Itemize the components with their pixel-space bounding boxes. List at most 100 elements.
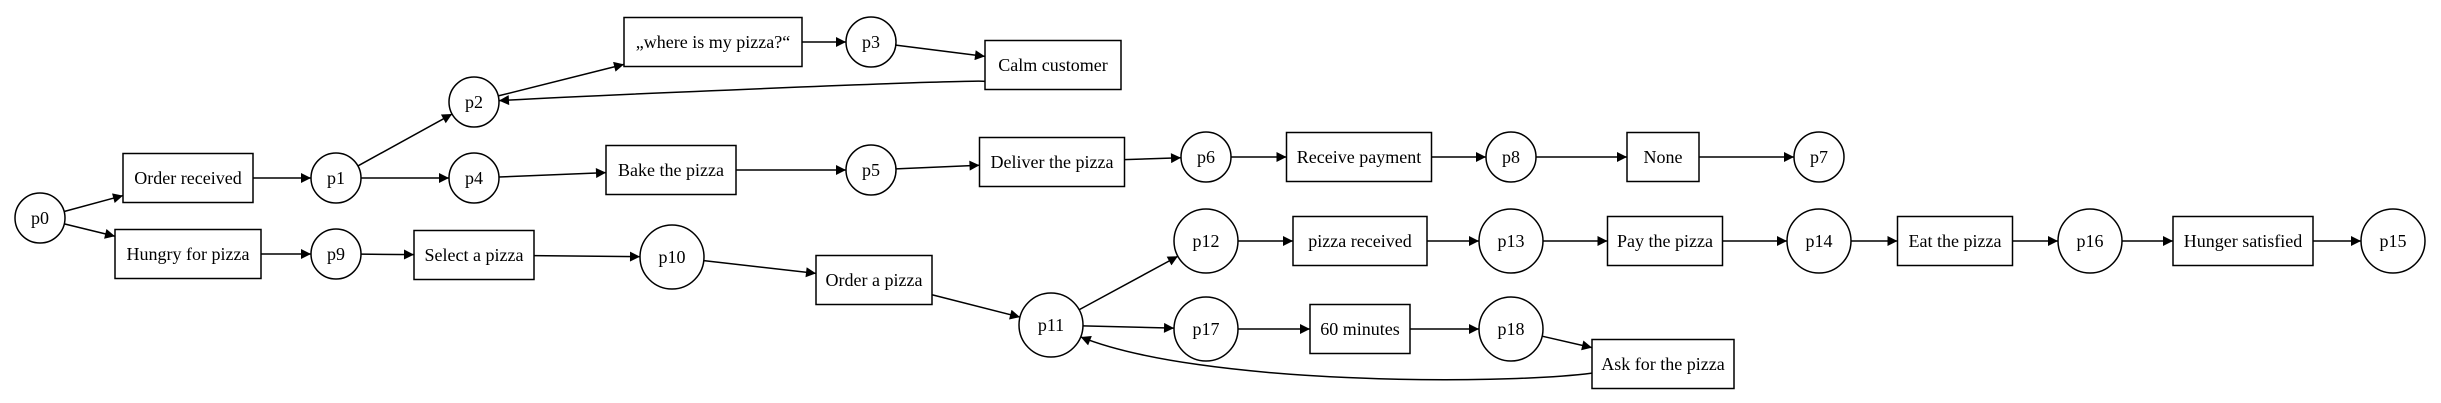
place-label: p9 xyxy=(327,244,345,264)
transition-box xyxy=(114,228,262,280)
transition-box xyxy=(1285,131,1433,183)
transition-eat: Eat the pizza xyxy=(1896,215,2014,267)
place-p16: p16 xyxy=(2057,208,2123,274)
place-p0: p0 xyxy=(14,192,66,244)
place-label: p4 xyxy=(465,168,483,188)
transition-box xyxy=(1896,215,2014,267)
transition-none: None xyxy=(1626,131,1700,183)
place-circle xyxy=(845,144,897,196)
transition-label: Receive payment xyxy=(1297,147,1421,167)
place-circle xyxy=(1478,296,1544,362)
arc-t_select-to-p10 xyxy=(533,251,641,262)
transition-label: Ask for the pizza xyxy=(1601,354,1724,374)
place-circle xyxy=(1173,208,1239,274)
place-label: p18 xyxy=(1498,319,1525,339)
arc-t_order-to-p11 xyxy=(931,294,1021,320)
place-circle xyxy=(1173,296,1239,362)
place-label: p13 xyxy=(1498,231,1525,251)
place-label: p14 xyxy=(1806,231,1833,251)
place-label: p12 xyxy=(1193,231,1220,251)
place-circle xyxy=(845,16,897,68)
place-circle xyxy=(310,152,362,204)
transition-ask: Ask for the pizza xyxy=(1591,338,1735,390)
place-circle xyxy=(1485,131,1537,183)
arc-p4-to-t_bake xyxy=(498,168,607,179)
place-p13: p13 xyxy=(1478,208,1544,274)
arc-t_ask-to-p11 xyxy=(1080,336,1593,381)
transition-box xyxy=(984,39,1122,91)
place-p7: p7 xyxy=(1793,131,1845,183)
transition-label: Bake the pizza xyxy=(618,160,724,180)
place-label: p3 xyxy=(862,32,880,52)
place-p4: p4 xyxy=(448,152,500,204)
transition-box xyxy=(815,254,933,306)
place-circle xyxy=(448,152,500,204)
place-circle xyxy=(1786,208,1852,274)
transition-label: None xyxy=(1644,147,1683,167)
place-label: p8 xyxy=(1502,147,1520,167)
transition-label: Hunger satisfied xyxy=(2184,231,2302,251)
arc-p18-to-t_ask xyxy=(1542,335,1593,351)
transition-box xyxy=(978,136,1126,188)
arc-p5-to-t_deliver xyxy=(895,160,980,171)
place-circle xyxy=(1478,208,1544,274)
place-p2: p2 xyxy=(448,76,500,128)
place-p9: p9 xyxy=(310,228,362,280)
arc-t_deliver-to-p6 xyxy=(1124,153,1182,164)
arc-t_calm-to-p2 xyxy=(498,80,986,106)
transition-box xyxy=(413,229,535,281)
place-p1: p1 xyxy=(310,152,362,204)
place-label: p6 xyxy=(1197,147,1215,167)
transition-label: Hungry for pizza xyxy=(127,244,250,264)
place-label: p11 xyxy=(1038,315,1064,335)
place-circle xyxy=(639,224,705,290)
transition-satisfied: Hunger satisfied xyxy=(2172,215,2314,267)
transition-label: Pay the pizza xyxy=(1617,231,1713,251)
place-circle xyxy=(1180,131,1232,183)
place-p11: p11 xyxy=(1018,292,1084,358)
transition-box xyxy=(623,16,803,68)
transition-hungry: Hungry for pizza xyxy=(114,228,262,280)
place-p17: p17 xyxy=(1173,296,1239,362)
transition-box xyxy=(122,152,254,204)
transition-box xyxy=(1591,338,1735,390)
place-p8: p8 xyxy=(1485,131,1537,183)
transition-box xyxy=(1606,215,1724,267)
transition-60: 60 minutes xyxy=(1309,303,1411,355)
arcs xyxy=(63,37,2361,381)
place-circle xyxy=(2057,208,2123,274)
place-p18: p18 xyxy=(1478,296,1544,362)
place-label: p2 xyxy=(465,92,483,112)
transition-label: Calm customer xyxy=(998,55,1107,75)
transition-label: pizza received xyxy=(1308,231,1411,251)
place-p3: p3 xyxy=(845,16,897,68)
arc-p1-to-p2 xyxy=(357,113,453,167)
place-label: p0 xyxy=(31,208,49,228)
place-label: p17 xyxy=(1193,319,1220,339)
arc-p2-to-t_where xyxy=(498,61,625,97)
place-p12: p12 xyxy=(1173,208,1239,274)
transition-label: Order received xyxy=(134,168,241,188)
place-p5: p5 xyxy=(845,144,897,196)
place-p6: p6 xyxy=(1180,131,1232,183)
place-circle xyxy=(1793,131,1845,183)
transition-calm: Calm customer xyxy=(984,39,1122,91)
transition-pay: Pay the pizza xyxy=(1606,215,1724,267)
place-circle xyxy=(2360,208,2426,274)
arc-p11-to-p12 xyxy=(1078,255,1179,311)
arc-p3-to-t_calm xyxy=(895,44,986,61)
place-label: p5 xyxy=(862,160,880,180)
transition-label: Order a pizza xyxy=(826,270,923,290)
transition-box xyxy=(2172,215,2314,267)
transition-label: Eat the pizza xyxy=(1909,231,2002,251)
transition-box xyxy=(1309,303,1411,355)
transition-received: pizza received xyxy=(1292,215,1428,267)
place-p15: p15 xyxy=(2360,208,2426,274)
place-label: p15 xyxy=(2380,231,2407,251)
transition-deliver: Deliver the pizza xyxy=(978,136,1126,188)
transition-box xyxy=(1292,215,1428,267)
arc-p11-to-p17 xyxy=(1082,322,1175,333)
transition-bake: Bake the pizza xyxy=(605,144,737,196)
